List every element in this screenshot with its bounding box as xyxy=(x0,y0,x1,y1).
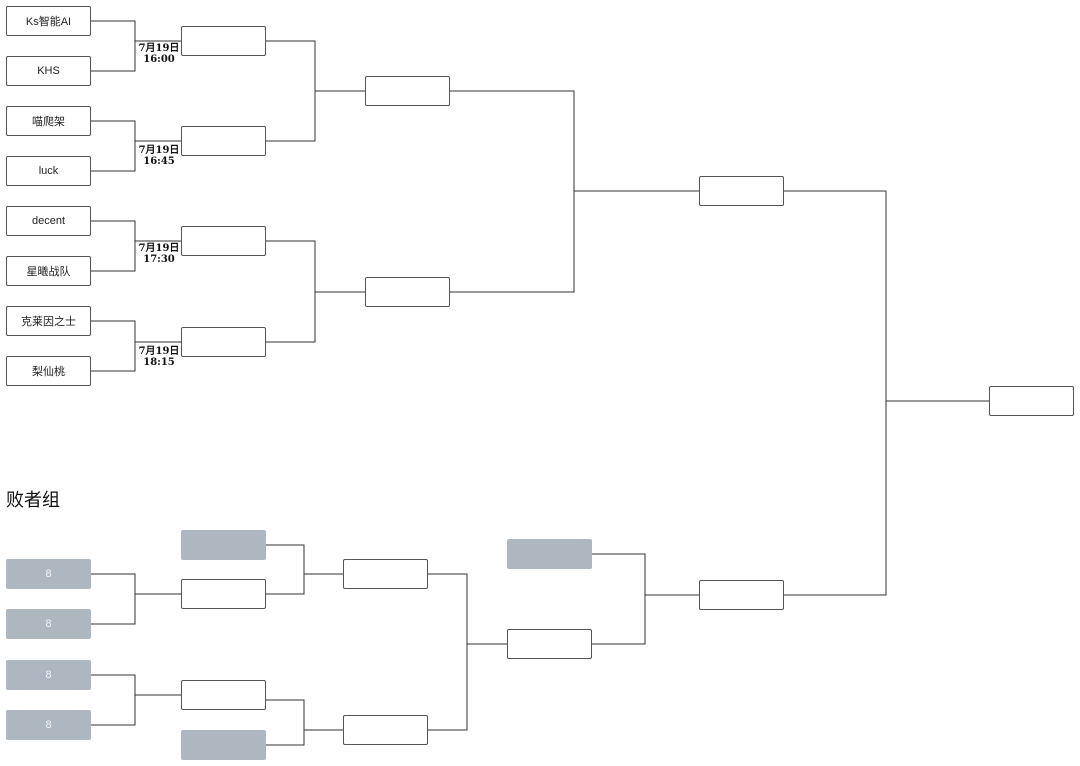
losers-r2-slot-4[interactable] xyxy=(181,730,266,760)
losers-bracket-title: 败者组 xyxy=(6,490,60,510)
losers-r4-slot-2[interactable] xyxy=(507,629,592,659)
connector-upper-r2-m2 xyxy=(265,240,365,343)
match-date: 7月19日 xyxy=(138,346,180,357)
match-time-3: 7月19日 17:30 xyxy=(135,243,183,265)
match-time-4: 7月19日 18:15 xyxy=(135,346,183,368)
upper-r2-slot-1[interactable] xyxy=(181,26,266,56)
losers-seed-slot-3[interactable]: 8 xyxy=(6,660,91,690)
match-hour: 16:00 xyxy=(143,54,175,65)
team-slot-4[interactable]: luck xyxy=(6,156,91,186)
losers-r2-slot-2[interactable] xyxy=(181,579,266,609)
upper-r2-slot-3[interactable] xyxy=(181,226,266,256)
match-date: 7月19日 xyxy=(138,243,180,254)
team-slot-6[interactable]: 星曦战队 xyxy=(6,256,91,286)
match-hour: 16:45 xyxy=(143,156,175,167)
losers-r3-slot-1[interactable] xyxy=(343,559,428,589)
upper-r2-slot-4[interactable] xyxy=(181,327,266,357)
match-date: 7月19日 xyxy=(138,145,180,156)
connector-lower-r1-m1 xyxy=(91,573,181,625)
connector-lower-r2-m1 xyxy=(265,544,343,595)
losers-seed-slot-4[interactable]: 8 xyxy=(6,710,91,740)
connector-lower-r2-m2 xyxy=(265,699,343,746)
losers-r4-slot-1[interactable] xyxy=(507,539,592,569)
losers-final-slot[interactable] xyxy=(699,580,784,610)
team-slot-5[interactable]: decent xyxy=(6,206,91,236)
match-time-2: 7月19日 16:45 xyxy=(135,145,183,167)
losers-r3-slot-2[interactable] xyxy=(343,715,428,745)
losers-r2-slot-1[interactable] xyxy=(181,530,266,560)
match-hour: 17:30 xyxy=(143,254,175,265)
team-slot-7[interactable]: 克莱因之士 xyxy=(6,306,91,336)
connector-grand-final xyxy=(783,190,989,596)
losers-seed-slot-1[interactable]: 8 xyxy=(6,559,91,589)
upper-r2-slot-2[interactable] xyxy=(181,126,266,156)
match-hour: 18:15 xyxy=(143,357,175,368)
connector-upper-semi xyxy=(449,90,699,293)
losers-seed-slot-2[interactable]: 8 xyxy=(6,609,91,639)
grand-final-slot[interactable] xyxy=(989,386,1074,416)
match-time-1: 7月19日 16:00 xyxy=(135,43,183,65)
connector-upper-r2-m1 xyxy=(265,40,365,142)
team-slot-8[interactable]: 梨仙桃 xyxy=(6,356,91,386)
team-slot-1[interactable]: Ks智能AI xyxy=(6,6,91,36)
losers-r2-slot-3[interactable] xyxy=(181,680,266,710)
upper-semi-slot-2[interactable] xyxy=(365,277,450,307)
upper-final-slot[interactable] xyxy=(699,176,784,206)
connector-lower-r1-m2 xyxy=(91,674,181,726)
connector-lower-r4 xyxy=(591,553,699,645)
upper-semi-slot-1[interactable] xyxy=(365,76,450,106)
match-date: 7月19日 xyxy=(138,43,180,54)
connector-lower-r3 xyxy=(427,573,507,731)
team-slot-3[interactable]: 喵爬架 xyxy=(6,106,91,136)
team-slot-2[interactable]: KHS xyxy=(6,56,91,86)
